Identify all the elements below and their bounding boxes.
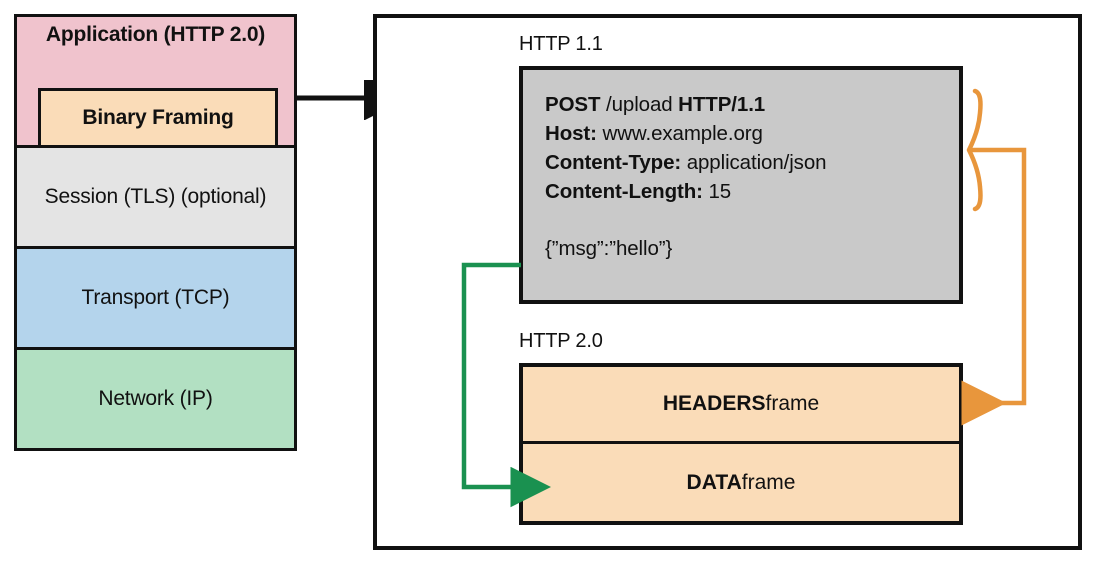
http11-line-3-rest: 15	[702, 180, 732, 203]
http20-headers-frame: HEADERS frame	[523, 367, 959, 444]
stack-layer-network: Network (IP)	[14, 347, 297, 451]
http20-frames-box: HEADERS frame DATA frame	[519, 363, 963, 525]
http20-data-frame: DATA frame	[523, 444, 959, 521]
http11-line-1-rest: www.example.org	[596, 122, 763, 145]
http11-line-2-rest: application/json	[681, 151, 827, 174]
http11-line-1-head: Host:	[545, 122, 597, 145]
http11-line-3-head: Content-Length:	[545, 180, 703, 203]
http20-frame-0-bold: HEADERS	[662, 392, 766, 415]
stack-layer-transport: Transport (TCP)	[14, 246, 297, 350]
http11-body-payload: {”msg”:”hello”}	[545, 237, 673, 260]
http20-frame-1-bold: DATA	[686, 470, 742, 494]
http11-caption: HTTP 1.1	[519, 33, 603, 55]
stack-to-panel-arrow-icon	[297, 80, 387, 120]
http11-line-0-head: POST	[545, 93, 601, 116]
http11-line-0-tail: HTTP/1.1	[678, 93, 766, 116]
stack-layer-transport-label: Transport (TCP)	[81, 286, 230, 309]
http11-line-0-rest: /upload	[600, 93, 679, 116]
binary-framing-label: Binary Framing	[82, 106, 234, 129]
http20-frame-1-rest: frame	[741, 470, 796, 494]
http11-line-2-head: Content-Type:	[545, 151, 682, 174]
http11-request-line: POST /upload HTTP/1.1	[545, 90, 959, 119]
protocol-stack: Application (HTTP 2.0) Binary Framing Se…	[14, 14, 297, 454]
http20-caption: HTTP 2.0	[519, 330, 603, 352]
http11-message-box: POST /upload HTTP/1.1 Host: www.example.…	[519, 66, 963, 304]
stack-layer-network-label: Network (IP)	[98, 387, 213, 410]
binary-framing-box: Binary Framing	[38, 88, 278, 148]
http11-header-host: Host: www.example.org	[545, 119, 959, 148]
http11-header-content-length: Content-Length: 15	[545, 177, 959, 206]
stack-layer-session: Session (TLS) (optional)	[14, 145, 297, 249]
stack-layer-session-label: Session (TLS) (optional)	[44, 185, 267, 208]
stack-layer-application-label: Application (HTTP 2.0)	[45, 23, 266, 46]
http20-frame-0-rest: frame	[765, 392, 820, 415]
http11-header-content-type: Content-Type: application/json	[545, 148, 959, 177]
